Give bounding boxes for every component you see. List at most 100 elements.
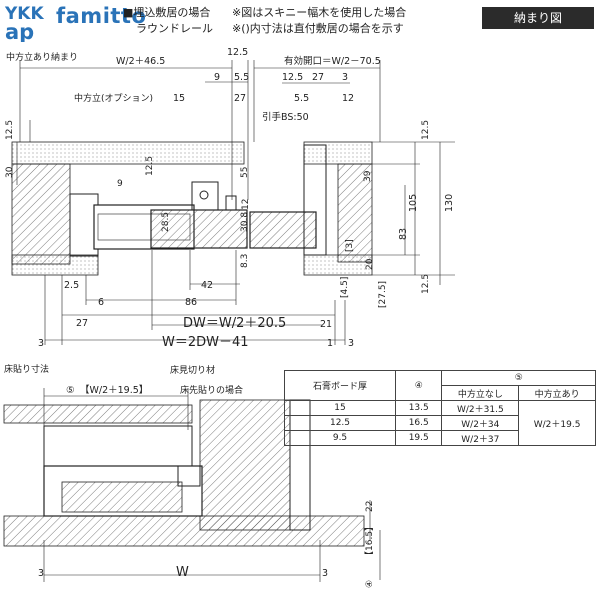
- wall-left-stud: [11, 163, 71, 265]
- dim-9-inner: 9: [117, 179, 123, 189]
- dim-2-5: 2.5: [64, 280, 79, 291]
- dim-12-5-right-bottom: 12.5: [421, 274, 431, 294]
- dim-9: 9: [214, 72, 220, 83]
- table-cell-col5: W/2＋34: [441, 415, 520, 431]
- dim-12-vertical: 12: [241, 199, 251, 210]
- dim-w-formula: W＝2DW－41: [162, 335, 249, 350]
- label-mullion-option: 中方立(オプション): [74, 92, 153, 104]
- dim-8-3-left: 8.3: [240, 254, 250, 268]
- handle: [225, 195, 237, 211]
- dim-27-left: 27: [76, 318, 88, 329]
- brand-ykk-text: YKK: [4, 4, 44, 24]
- dim-5-5-b: 5.5: [294, 93, 309, 104]
- dim-12-5-right-top: 12.5: [421, 120, 431, 140]
- dim-w2-19-5: 【W/2＋19.5】: [80, 385, 148, 396]
- dim-39: 39: [363, 170, 373, 182]
- label-handle-bs: 引手BS:50: [262, 111, 309, 123]
- dim-30-left: 30: [5, 166, 15, 178]
- table-header-no-mullion: 中方立なし: [441, 385, 520, 401]
- dim-15: 15: [173, 93, 185, 104]
- dim-27-right: 27: [312, 72, 324, 83]
- label-floor-first: 床先貼りの場合: [180, 384, 243, 396]
- dim-5-5-a: 5.5: [234, 72, 249, 83]
- table-cell-col4: 13.5: [395, 400, 443, 416]
- title-floor-dimensions: 床貼り寸法: [4, 363, 49, 375]
- board-thickness-table: 石膏ボード厚 ④ ⑤ 中方立なし 中方立あり 15 13.5 W/2＋31.5 …: [283, 370, 596, 446]
- lower-section: 床貼り寸法 床見切り材 床先貼りの場合 ⑤ 【W/2＋19.5】 22 【16.…: [3, 363, 381, 588]
- dim-12-5-right: 12.5: [282, 72, 303, 83]
- table-header-col4: ④: [395, 370, 443, 401]
- table-header-with-mullion: 中方立あり: [518, 385, 596, 401]
- dim-dw: DW＝W/2＋20.5: [183, 316, 286, 331]
- wall-right-stud: [337, 163, 373, 263]
- table-header-row: 石膏ボード厚 ④ ⑤: [283, 370, 596, 401]
- dim-6: 6: [98, 297, 104, 308]
- table-cell-board: 12.5: [283, 415, 397, 431]
- dim-5-label: ⑤: [66, 385, 75, 396]
- dim-3-lower-right: 3: [322, 568, 328, 579]
- dim-30-8: 30.8: [240, 212, 250, 232]
- door-panel-right: [249, 211, 317, 249]
- floor-slab: [3, 515, 365, 547]
- dim-effective-opening: 有効開口＝W/2－70.5: [284, 55, 381, 67]
- dim-55-vertical: 55: [240, 167, 250, 178]
- wall-left-bottom: [11, 254, 99, 276]
- wall-right-bottom: [303, 254, 373, 276]
- dim-86: 86: [185, 297, 197, 308]
- note-round-rail: ラウンドレール: [136, 22, 213, 35]
- dim-105: 105: [408, 194, 419, 212]
- dim-27-5-bracket: [27.5]: [378, 281, 388, 308]
- brand-ap-text: ap: [5, 20, 34, 42]
- table-header-board: 石膏ボード厚: [283, 370, 397, 401]
- dim-27-center: 27: [234, 93, 246, 104]
- table-row: 9.5 19.5 W/2＋37: [283, 430, 596, 446]
- table-cell-col4: 19.5: [395, 430, 443, 446]
- dim-w2-465: W/2＋46.5: [116, 56, 165, 67]
- table-cell-col5: W/2＋37: [441, 430, 520, 446]
- dim-4-5-bracket: [4.5]: [340, 277, 350, 298]
- wall-lower-right: [199, 399, 291, 531]
- door-panel-center: [150, 209, 248, 249]
- dim-22: 22: [365, 501, 375, 512]
- table-cell-board: 9.5: [283, 430, 397, 446]
- dim-w-lower: W: [176, 565, 189, 580]
- dim-12-5-left: 12.5: [5, 120, 15, 140]
- upper-section: 中方立あり納まり W/2＋46.5 12.5 9 5.5 有効開口＝W/2－70…: [5, 47, 455, 350]
- dim-12-5-inner: 12.5: [145, 156, 155, 176]
- wall-left-board: [11, 141, 245, 165]
- dim-16-5-bracket: 【16.5】: [364, 522, 375, 560]
- dim-3-bracket: [3]: [345, 239, 355, 252]
- floor-trim: [177, 465, 201, 487]
- dim-42: 42: [201, 280, 213, 291]
- table-row: 15 13.5 W/2＋31.5 W/2＋19.5: [283, 400, 596, 446]
- dim-3-left: 3: [38, 338, 44, 349]
- dim-21: 21: [320, 319, 332, 330]
- dim-1: 1: [327, 338, 333, 349]
- table-header-col5: ⑤: [441, 370, 596, 386]
- mullion: [191, 181, 219, 211]
- frame-right: [303, 144, 327, 256]
- table-cell-col4: 16.5: [395, 415, 443, 431]
- ykk-ap-logo: YKK ap: [4, 4, 44, 42]
- brand-name: famitto: [56, 4, 147, 28]
- table-cell-with-mullion: W/2＋19.5: [518, 400, 596, 446]
- note-embedded-sill: ■埋込敷居の場合: [123, 6, 211, 19]
- title-with-mullion: 中方立あり納まり: [6, 51, 78, 63]
- label-floor-trim: 床見切り材: [170, 364, 215, 376]
- dim-3-right: 3: [348, 338, 354, 349]
- dim-12-5-top: 12.5: [227, 47, 248, 58]
- note-direct-sill: ※()内寸法は直付敷居の場合を示す: [232, 22, 404, 35]
- badge-section-drawing: 納まり図: [482, 7, 594, 29]
- table-cell-board: 15: [283, 400, 397, 416]
- dim-83: 83: [398, 228, 409, 240]
- table-cell-col5: W/2＋31.5: [441, 400, 520, 416]
- dim-130: 130: [444, 194, 455, 212]
- dim-4-label: ④: [365, 580, 375, 588]
- dim-12: 12: [342, 93, 354, 104]
- dim-3-lower-left: 3: [38, 568, 44, 579]
- sill-lower-inner: [61, 481, 183, 513]
- floor-top-left: [3, 404, 193, 424]
- note-skinny-baseboard: ※図はスキニー幅木を使用した場合: [232, 6, 407, 19]
- dim-20: 20: [365, 258, 375, 270]
